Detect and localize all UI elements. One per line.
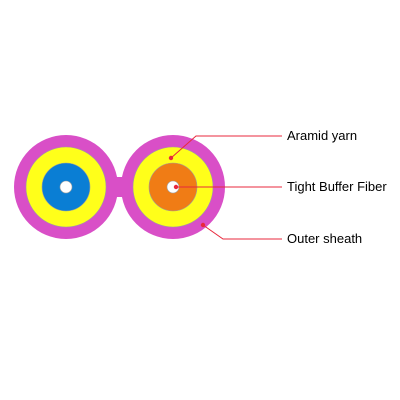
callout-outer-sheath: Outer sheath: [200, 222, 362, 246]
label-outer-sheath: Outer sheath: [287, 231, 362, 246]
callout-aramid-yarn: Aramid yarn: [168, 128, 357, 161]
callout-tight-buffer-fiber: Tight Buffer Fiber: [173, 179, 387, 194]
fiber-core-left: [59, 180, 73, 194]
left-cable-unit: [25, 146, 107, 228]
callout-line-aramid: [170, 135, 282, 159]
label-tight-buffer-fiber: Tight Buffer Fiber: [287, 179, 387, 194]
label-aramid-yarn: Aramid yarn: [287, 128, 357, 143]
sheath-bridge-fill: [110, 179, 130, 195]
right-cable-unit: [132, 146, 214, 228]
callout-line-outer-sheath: [202, 224, 282, 240]
